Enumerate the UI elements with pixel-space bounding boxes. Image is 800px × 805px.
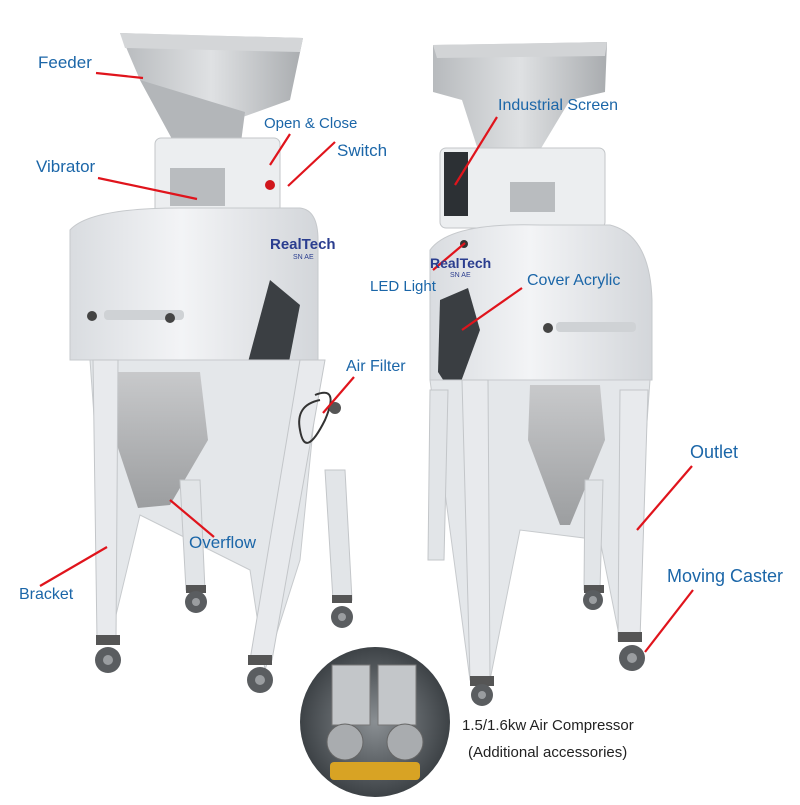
industrial-screen-label: Industrial Screen xyxy=(498,97,619,114)
overflow-pointer xyxy=(169,499,215,538)
compressor-flywheel xyxy=(386,723,424,761)
left-handle xyxy=(104,310,184,320)
compressor-cylinder xyxy=(331,664,371,726)
moving-caster-label: Moving Caster xyxy=(667,566,784,586)
caster-icon xyxy=(331,595,353,628)
right-leg-back xyxy=(427,389,449,561)
left-brand-logo: RealTech xyxy=(270,236,336,253)
hopper-rim xyxy=(433,42,607,58)
bracket-label: Bracket xyxy=(19,586,74,603)
right-handle xyxy=(556,322,636,332)
caster-icon xyxy=(247,655,273,693)
caster-icon xyxy=(470,676,494,706)
feeder-label: Feeder xyxy=(38,53,92,72)
right-leg-right xyxy=(617,389,649,641)
right-brand-logo: RealTech xyxy=(430,255,492,271)
air-compressor-inset xyxy=(300,647,450,797)
air-filter-pointer xyxy=(322,376,355,414)
right-machine-body xyxy=(429,224,653,381)
led-light-label: LED Light xyxy=(370,278,436,295)
air-filter-hose xyxy=(298,391,332,444)
lock-icon xyxy=(543,323,553,333)
left-leg-back xyxy=(324,469,353,601)
outlet-pointer xyxy=(636,465,693,531)
overflow-label: Overflow xyxy=(189,533,257,552)
caster-icon xyxy=(618,632,645,671)
cover-acrylic-label: Cover Acrylic xyxy=(527,272,621,289)
right-outlet-chute xyxy=(528,385,605,525)
compressor-cylinder xyxy=(377,664,417,726)
caster-icon xyxy=(583,585,604,610)
compressor-flywheel xyxy=(326,723,364,761)
compressor-brand-plate xyxy=(330,762,420,780)
switch-label: Switch xyxy=(337,141,388,160)
air-filter-unit xyxy=(329,402,341,414)
vibrator-unit xyxy=(510,182,555,212)
left-brand-sub: SN AE xyxy=(293,254,314,261)
vibrator-label: Vibrator xyxy=(36,157,96,176)
led-light-pointer xyxy=(432,242,466,271)
compressor-caption-line1: 1.5/1.6kw Air Compressor xyxy=(462,717,634,734)
cover-acrylic-pointer xyxy=(461,287,523,331)
callout-lines xyxy=(39,71,694,653)
vibrator-pointer xyxy=(97,176,198,201)
lock-icon xyxy=(87,311,97,321)
vibrator-unit xyxy=(170,168,225,206)
hopper-rim xyxy=(120,33,303,52)
open-close-pointer xyxy=(269,133,291,166)
caster-icon xyxy=(185,585,207,613)
switch-pointer xyxy=(287,141,336,187)
left-machine-body xyxy=(69,207,319,361)
moving-caster-pointer xyxy=(644,589,694,653)
open-close-label: Open & Close xyxy=(264,115,358,132)
air-filter-label: Air Filter xyxy=(346,358,406,375)
right-machine xyxy=(427,42,653,706)
right-acrylic-window xyxy=(438,288,480,398)
lock-icon xyxy=(165,313,175,323)
left-machine xyxy=(69,33,353,693)
feeder-pointer xyxy=(95,71,144,80)
right-leg-back-2 xyxy=(583,479,604,591)
outlet-label: Outlet xyxy=(690,442,739,462)
switch-knob-icon xyxy=(265,180,275,190)
left-outlet-chute xyxy=(112,372,208,508)
industrial-screen-pointer xyxy=(454,116,498,186)
left-leg-front xyxy=(92,359,119,641)
right-brand-sub: SN AE xyxy=(450,272,471,279)
hopper-throat xyxy=(140,80,245,150)
right-feeder-hopper xyxy=(433,42,607,150)
caster-icon xyxy=(95,635,121,673)
compressor-caption-line2: (Additional accessories) xyxy=(468,744,628,761)
bracket-pointer xyxy=(39,546,108,587)
